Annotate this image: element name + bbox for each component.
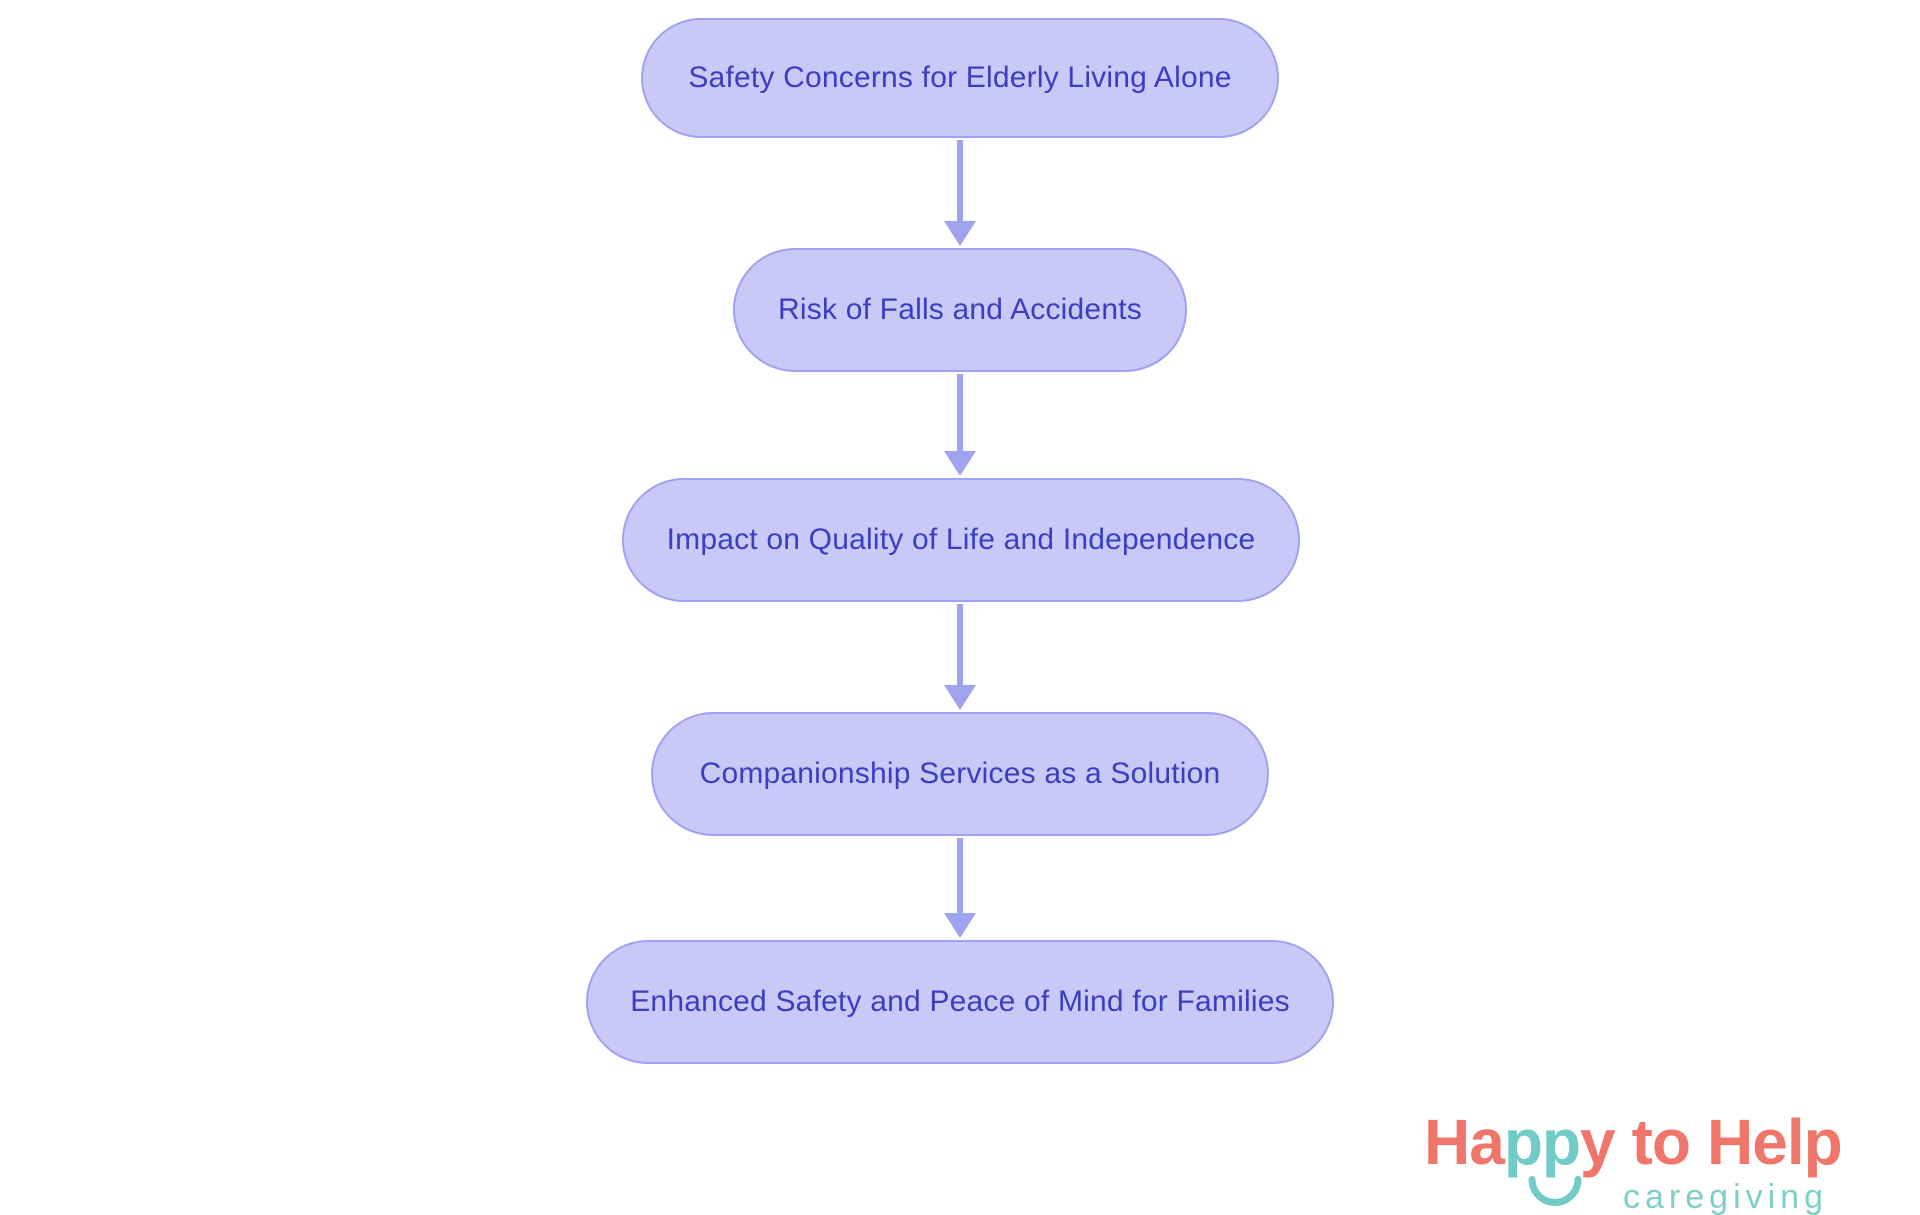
node-label: Safety Concerns for Elderly Living Alone — [688, 61, 1232, 94]
flowchart-node-safety-concerns: Safety Concerns for Elderly Living Alone — [641, 18, 1279, 138]
flowchart-node-risk-of-falls: Risk of Falls and Accidents — [733, 248, 1187, 372]
flow-arrow-1 — [944, 140, 976, 246]
arrow-shaft — [957, 604, 963, 685]
logo-text-pp: pp — [1503, 1106, 1581, 1178]
node-label: Risk of Falls and Accidents — [778, 293, 1142, 326]
flow-arrow-3 — [944, 604, 976, 710]
logo-text-help: Help — [1707, 1106, 1843, 1178]
arrow-head-icon — [944, 221, 976, 246]
flowchart-node-impact-quality-of-life: Impact on Quality of Life and Independen… — [622, 478, 1300, 602]
smile-icon — [1528, 1176, 1582, 1206]
logo-text-to: to — [1631, 1106, 1691, 1178]
arrow-head-icon — [944, 685, 976, 710]
node-label: Companionship Services as a Solution — [699, 757, 1221, 790]
logo-text-ha: Ha — [1424, 1106, 1505, 1178]
node-label: Impact on Quality of Life and Independen… — [666, 523, 1256, 556]
arrow-head-icon — [944, 451, 976, 476]
arrow-shaft — [957, 374, 963, 451]
flow-arrow-2 — [944, 374, 976, 476]
logo-tagline: caregiving — [1623, 1178, 1828, 1215]
node-label: Enhanced Safety and Peace of Mind for Fa… — [630, 985, 1290, 1018]
logo-text-y: y — [1580, 1106, 1616, 1178]
arrow-shaft — [957, 838, 963, 913]
flow-arrow-4 — [944, 838, 976, 938]
flowchart-node-enhanced-safety: Enhanced Safety and Peace of Mind for Fa… — [586, 940, 1334, 1064]
flowchart-node-companionship-services: Companionship Services as a Solution — [651, 712, 1269, 836]
arrow-head-icon — [944, 913, 976, 938]
arrow-shaft — [957, 140, 963, 221]
